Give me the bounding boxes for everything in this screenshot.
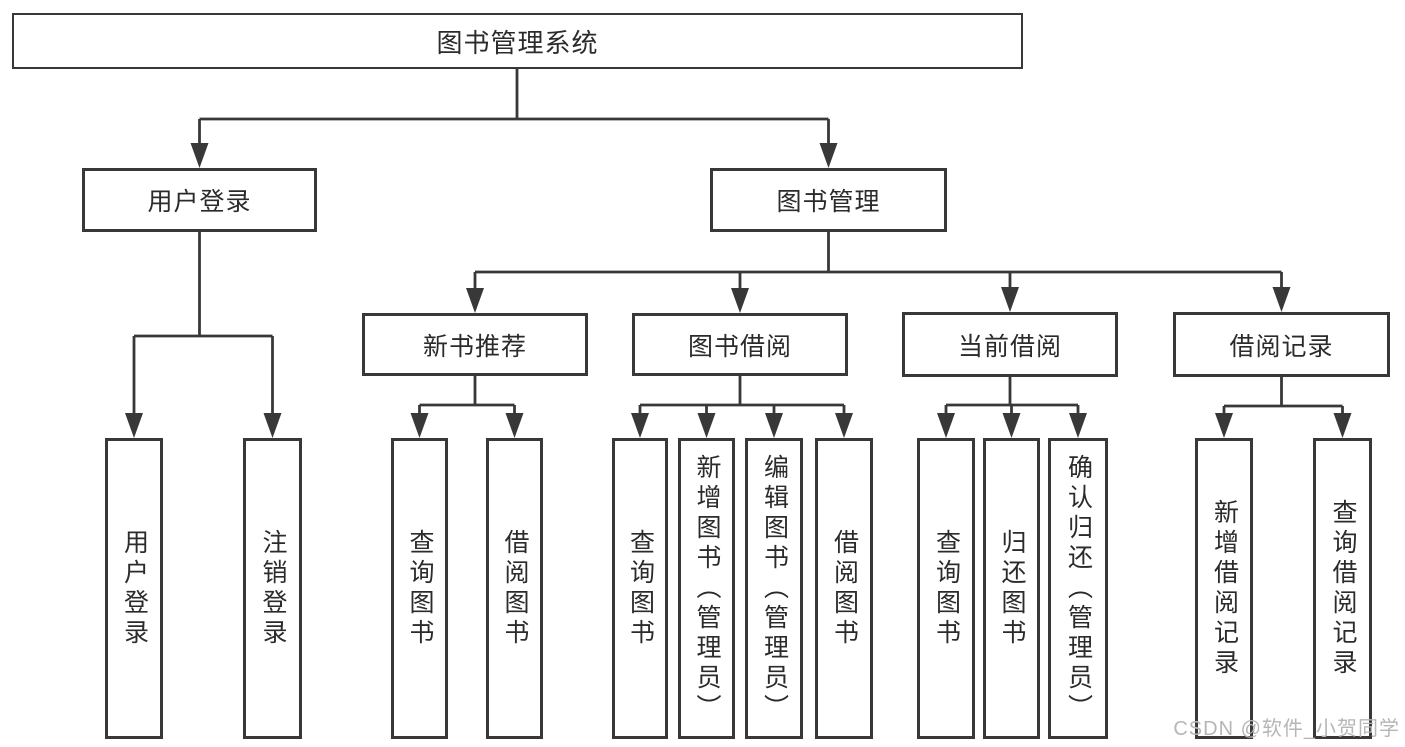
connector-line-group	[132, 69, 1344, 416]
leaf-nbr-borrow-books: 借阅图书	[486, 438, 543, 739]
arrow-down-icon	[263, 413, 282, 438]
leaf-cb-confirm-return-admin: 确认归还（管理员）	[1048, 438, 1108, 739]
arrowheads	[125, 143, 1352, 438]
leaf-cb-confirm-return-admin-label: 确认归还（管理员）	[1064, 453, 1093, 724]
node-book-management-label: 图书管理	[776, 188, 881, 216]
watermark: CSDN @软件_小贺同学	[1173, 718, 1400, 740]
leaf-bb-borrow-books-label: 借阅图书	[830, 528, 859, 649]
leaf-bb-add-books-admin: 新增图书（管理员）	[678, 438, 735, 739]
leaf-nbr-query-books: 查询图书	[391, 438, 448, 739]
leaf-user-login: 用户登录	[105, 438, 163, 739]
arrow-down-icon	[819, 143, 838, 168]
node-current-borrowing: 当前借阅	[902, 312, 1118, 377]
arrow-down-icon	[631, 413, 649, 438]
leaf-bb-borrow-books: 借阅图书	[815, 438, 873, 739]
node-root: 图书管理系统	[12, 13, 1023, 69]
arrow-down-icon	[466, 288, 484, 313]
node-user-login-label: 用户登录	[147, 188, 252, 216]
leaf-user-login-label: 用户登录	[120, 528, 149, 649]
arrow-down-icon	[1333, 413, 1352, 438]
arrow-down-icon	[1002, 413, 1021, 438]
arrow-down-icon	[1001, 287, 1019, 312]
leaf-br-query-record: 查询借阅记录	[1313, 438, 1372, 739]
leaf-cb-query-books-label: 查询图书	[932, 528, 961, 649]
arrow-down-icon	[410, 413, 429, 438]
node-borrowing-records: 借阅记录	[1173, 312, 1390, 377]
arrow-down-icon	[731, 288, 749, 313]
leaf-bb-query-books-label: 查询图书	[626, 528, 655, 649]
leaf-logout: 注销登录	[243, 438, 302, 739]
leaf-nbr-borrow-books-label: 借阅图书	[501, 528, 529, 649]
leaf-logout-label: 注销登录	[259, 528, 287, 649]
arrow-down-icon	[765, 413, 783, 438]
node-user-login: 用户登录	[82, 168, 317, 232]
arrow-down-icon	[190, 143, 209, 168]
arrow-down-icon	[697, 413, 716, 438]
node-book-borrowing-label: 图书借阅	[687, 332, 792, 361]
leaf-bb-edit-books-admin: 编辑图书（管理员）	[745, 438, 803, 739]
node-new-book-recommend: 新书推荐	[362, 313, 588, 376]
leaf-cb-query-books: 查询图书	[917, 438, 975, 739]
node-current-borrowing-label: 当前借阅	[957, 332, 1062, 361]
arrow-down-icon	[835, 413, 853, 438]
leaf-cb-return-books: 归还图书	[983, 438, 1040, 739]
leaf-bb-edit-books-admin-label: 编辑图书（管理员）	[760, 453, 789, 724]
arrow-down-icon	[125, 413, 143, 438]
leaf-br-query-record-label: 查询借阅记录	[1329, 498, 1357, 679]
node-book-management: 图书管理	[710, 168, 947, 232]
arrow-down-icon	[1272, 287, 1291, 312]
node-root-label: 图书管理系统	[436, 27, 599, 58]
leaf-br-add-record: 新增借阅记录	[1195, 438, 1253, 739]
arrow-down-icon	[937, 413, 955, 438]
leaf-cb-return-books-label: 归还图书	[998, 528, 1026, 649]
node-borrowing-records-label: 借阅记录	[1229, 332, 1334, 361]
arrow-down-icon	[505, 413, 524, 438]
arrow-down-icon	[1215, 413, 1233, 438]
leaf-nbr-query-books-label: 查询图书	[406, 528, 434, 649]
leaf-bb-add-books-admin-label: 新增图书（管理员）	[693, 453, 721, 724]
arrow-down-icon	[1069, 413, 1087, 438]
leaf-br-add-record-label: 新增借阅记录	[1210, 498, 1239, 679]
node-book-borrowing: 图书借阅	[632, 313, 848, 376]
leaf-bb-query-books: 查询图书	[612, 438, 668, 739]
node-new-book-recommend-label: 新书推荐	[422, 332, 527, 361]
